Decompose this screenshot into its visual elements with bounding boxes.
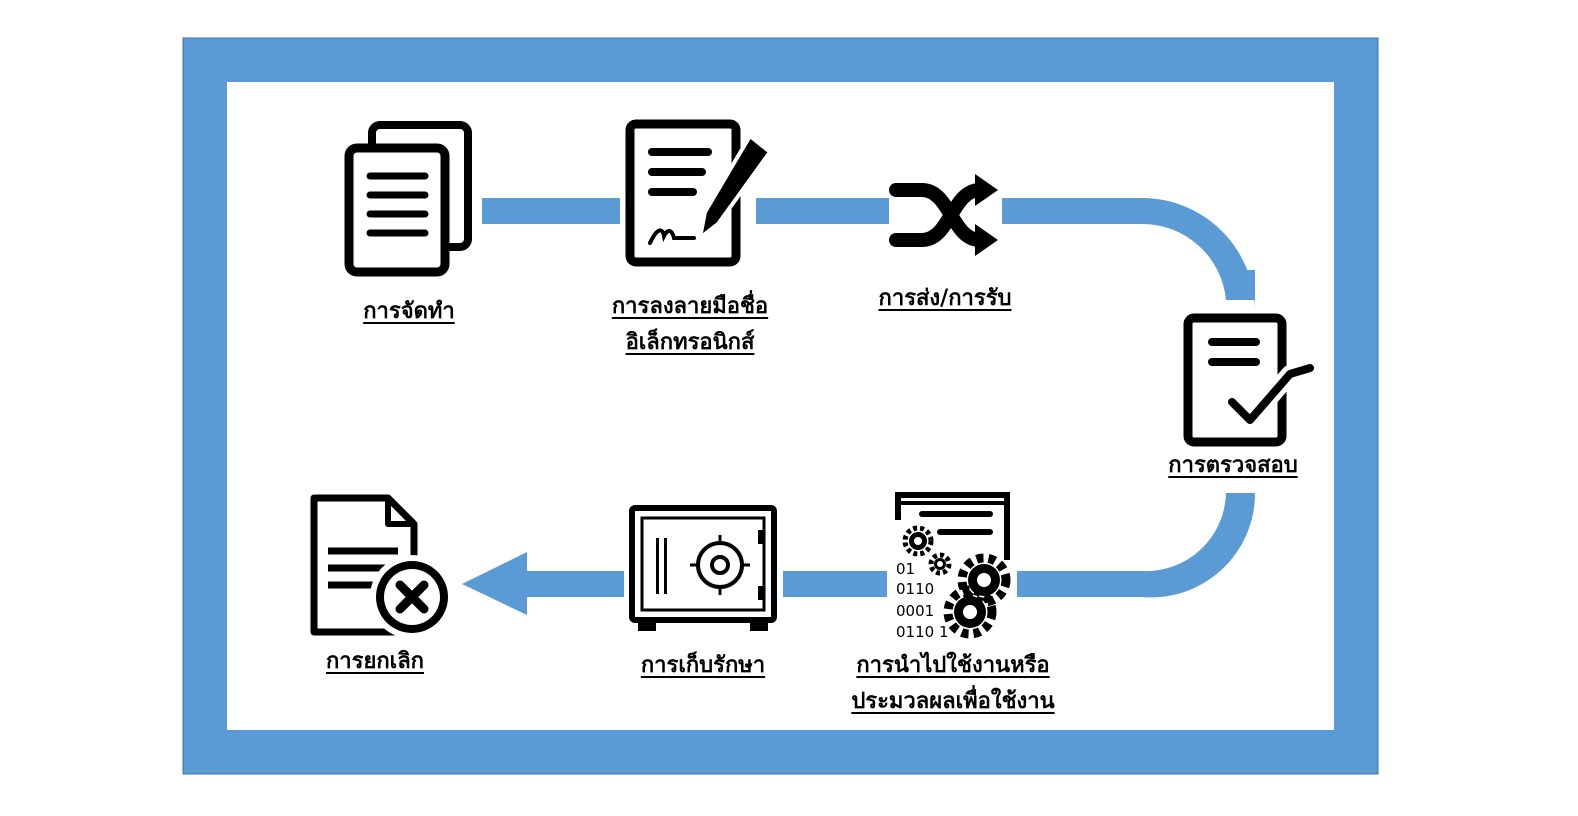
connector-sign-send [756,198,889,224]
frame-outline [182,37,1379,775]
label-verification: การตรวจสอบ [1143,448,1323,484]
gear-icon-large [943,553,1011,639]
label-preparation: การจัดทำ [339,294,479,330]
safe-vault-icon [629,505,777,631]
binary-line: 0110 1 [896,623,949,641]
shuffle-arrows-icon [889,174,998,256]
document-check-icon [1183,313,1319,447]
blue-frame [183,38,1378,774]
connector-prepare-sign [482,198,620,224]
connectors [462,198,1256,615]
connector-verify-process [1017,571,1143,597]
label-transmission: การส่ง/การรับ [855,281,1035,317]
binary-line: 01 [896,560,915,578]
label-storage: การเก็บรักษา [618,648,788,684]
binary-line: 0001 [896,602,934,620]
signed-document-pen-icon [625,119,772,267]
data-processing-gears-icon: 01 0110 0001 0110 1 [895,492,1011,641]
arrow-store-cancel [462,552,624,615]
connector-curve-bottom [1142,493,1256,598]
label-processing: การนำไปใช้งานหรือ ประมวลผลเพื่อใช้งาน [828,648,1078,720]
document-cancel-icon [310,494,454,639]
label-line: การตรวจสอบ [1168,453,1298,478]
label-line: การนำไปใช้งานหรือ [856,653,1050,678]
label-signature: การลงลายมือชื่อ อิเล็กทรอนิกส์ [590,289,790,361]
label-cancellation: การยกเลิก [300,644,450,680]
label-line: การยกเลิก [325,649,425,674]
label-line: การเก็บรักษา [640,653,766,678]
label-line: ประมวลผลเพื่อใช้งาน [851,689,1055,714]
gear-icon-small [902,525,952,576]
connector-process-store [783,571,887,597]
label-line: การลงลายมือชื่อ [611,294,769,319]
connector-curve-top-stem [1226,270,1255,300]
connector-send-verify [1002,198,1142,224]
documents-icon [344,121,472,277]
label-line: การส่ง/การรับ [878,286,1012,311]
label-line: อิเล็กทรอนิกส์ [625,330,755,355]
binary-line: 0110 [896,580,934,598]
label-line: การจัดทำ [363,299,455,324]
